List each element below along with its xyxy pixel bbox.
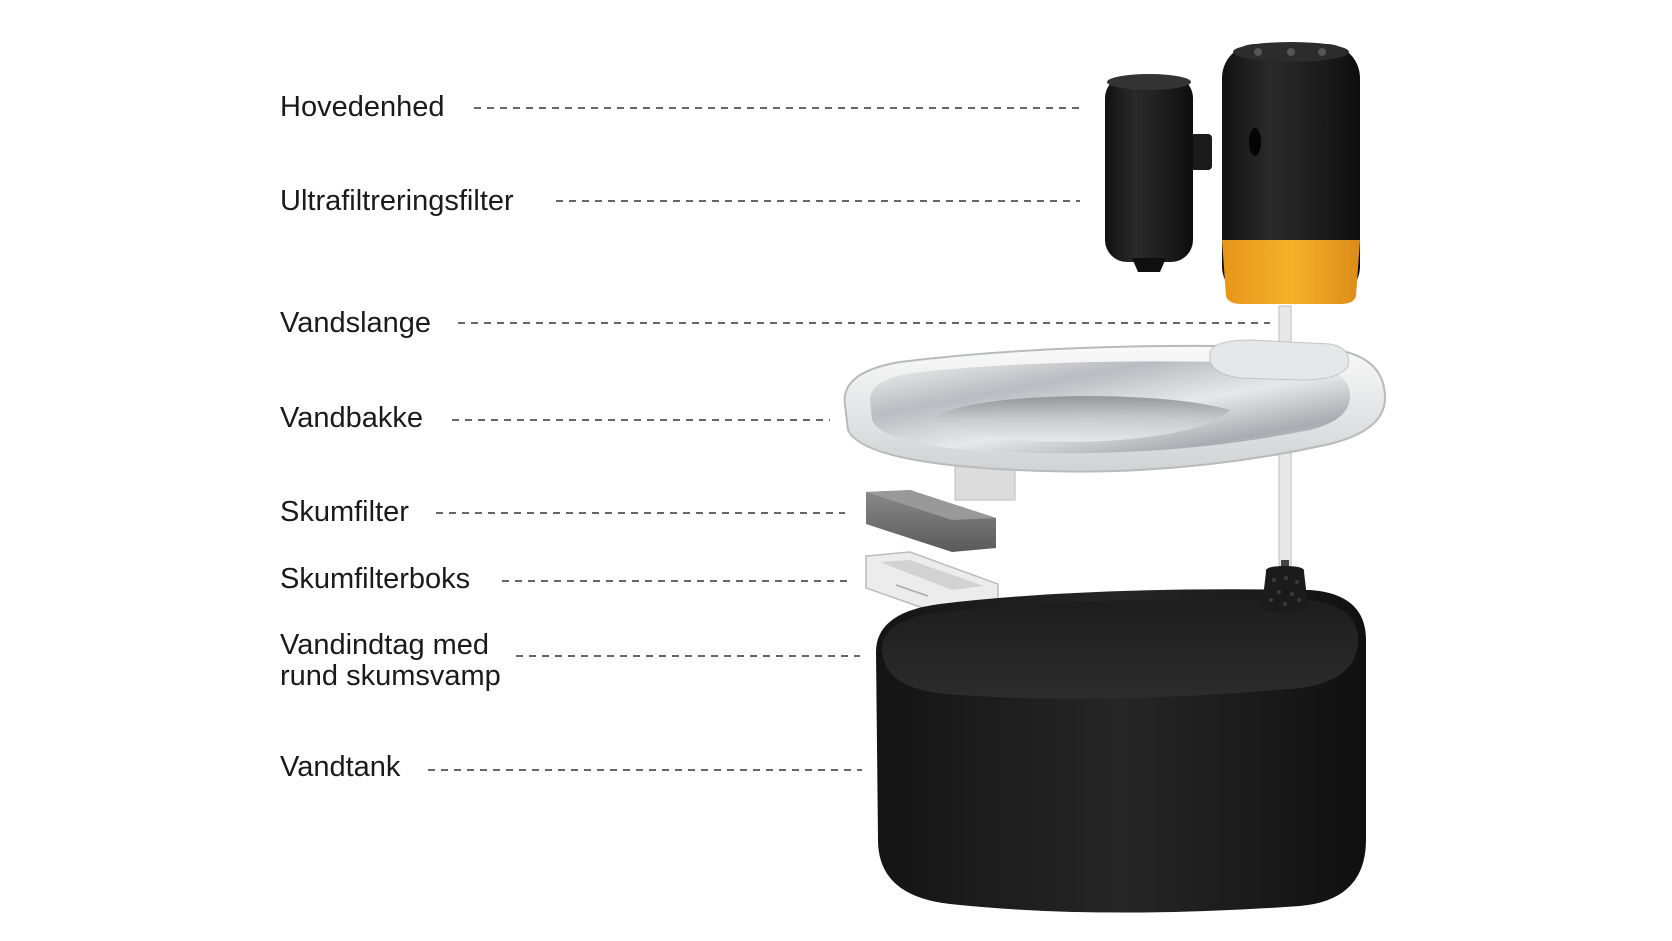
label-tray: Vandbakke — [280, 402, 423, 434]
tray-part — [843, 339, 1387, 501]
foam-filter-body — [866, 490, 996, 552]
main-unit-body — [1222, 44, 1360, 300]
label-main-unit: Hovedenhed — [280, 91, 445, 123]
uf-filter-cap — [1107, 74, 1191, 90]
label-water-intake-line1: Vandindtag med — [280, 629, 490, 661]
main-unit-sensor — [1249, 128, 1261, 156]
foam-filter-part — [866, 490, 996, 552]
label-tank: Vandtank — [280, 751, 401, 783]
label-water-intake-line2: rund skumsvamp — [280, 660, 501, 692]
label-hose: Vandslange — [280, 307, 432, 339]
label-foam-filter: Skumfilter — [280, 496, 409, 528]
intake-sponge-part — [1262, 560, 1308, 612]
foam-filter-top — [866, 490, 996, 520]
main-unit-part — [1222, 42, 1360, 304]
label-water-intake: Vandindtag med rund skumsvamp — [280, 630, 501, 692]
tank-part — [876, 589, 1366, 913]
uf-filter-part — [1105, 74, 1212, 272]
hose-lower — [1278, 449, 1292, 571]
foam-box-cavity — [880, 560, 984, 590]
main-unit-button-right — [1318, 48, 1326, 56]
foam-box-grille — [895, 584, 929, 597]
main-unit-button-center — [1287, 48, 1295, 56]
intake-sponge — [1262, 566, 1308, 612]
main-unit-yellow-band — [1222, 240, 1360, 304]
uf-filter-body — [1105, 76, 1193, 262]
uf-filter-clip — [1190, 134, 1212, 170]
main-unit-button-left — [1254, 48, 1262, 56]
uf-filter-nozzle — [1132, 258, 1166, 272]
leader-lines — [428, 107, 1270, 771]
tray-hose-dock — [1209, 339, 1350, 381]
tank-opening — [882, 599, 1358, 699]
label-foam-box: Skumfilterboks — [280, 563, 471, 595]
sponge-texture — [1269, 576, 1301, 606]
tray-bowl-bottom — [930, 396, 1230, 442]
label-uf-filter: Ultrafiltreringsfilter — [280, 185, 514, 217]
